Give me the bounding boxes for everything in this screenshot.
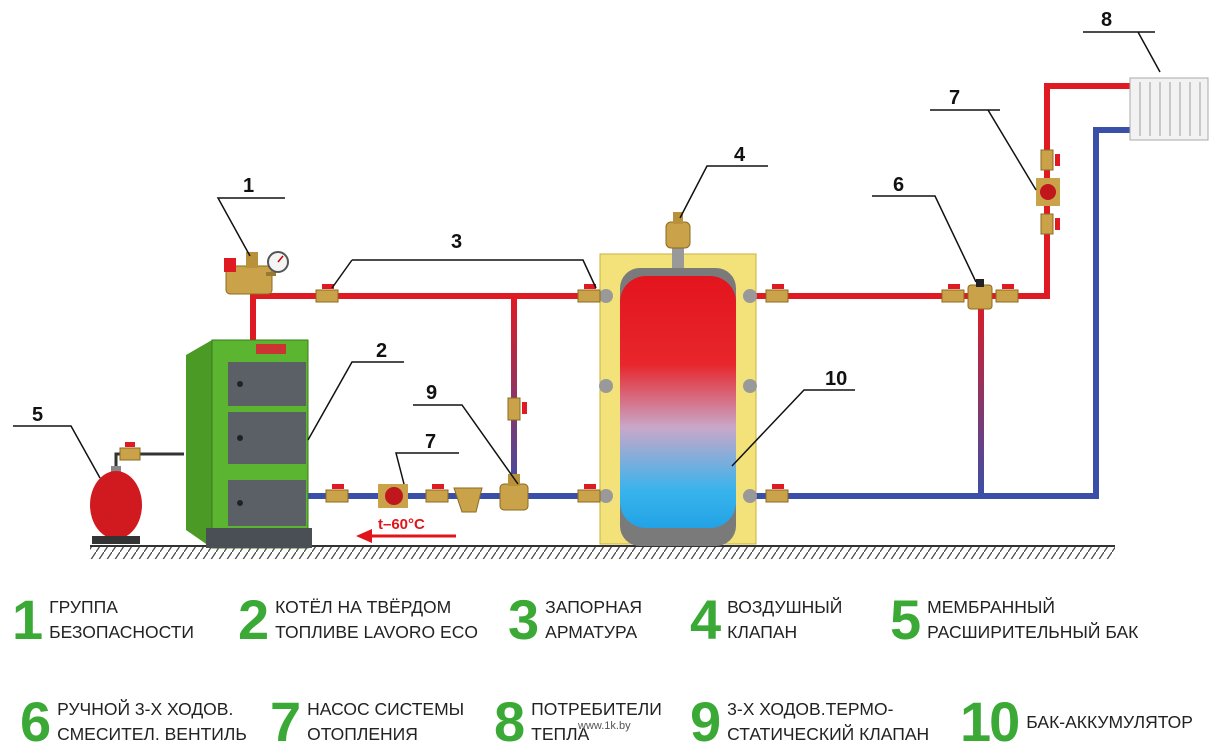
legend-text: НАСОС СИСТЕМЫ ОТОПЛЕНИЯ <box>307 699 465 744</box>
callout-1: 1 <box>243 175 254 197</box>
legend-number: 5 <box>890 588 921 651</box>
legend-number: 7 <box>270 690 301 753</box>
thermostatic-valve <box>499 474 529 511</box>
legend-number: 4 <box>690 588 721 651</box>
legend-text: МЕМБРАННЫЙ РАСШИРИТЕЛЬНЫЙ БАК <box>927 597 1139 642</box>
legend-text: РУЧНОЙ 3-Х ХОДОВ. СМЕСИТЕЛ. ВЕНТИЛЬ <box>57 699 247 744</box>
legend-text: КОТЁЛ НА ТВЁРДОМ ТОПЛИВЕ LAVORO ECO <box>275 597 478 642</box>
heating-scheme-diagram: t–60°C 1 2 3 4 5 6 7 7 8 9 10 <box>13 9 1209 559</box>
callout-5: 5 <box>32 404 43 426</box>
callout-2: 2 <box>376 340 387 362</box>
callout-8: 8 <box>1101 9 1112 31</box>
legend-number: 9 <box>690 690 721 753</box>
legend-number: 2 <box>238 588 269 651</box>
legend-number: 8 <box>494 690 525 753</box>
legend-item-4: 4 ВОЗДУШНЫЙ КЛАПАН <box>690 592 842 648</box>
return-temperature-arrow: t–60°C <box>356 516 456 543</box>
bypass-risers <box>511 298 984 496</box>
expansion-tank <box>90 452 184 544</box>
legend-text: ГРУППА БЕЗОПАСНОСТИ <box>49 597 194 642</box>
strainer-filter <box>453 487 483 513</box>
legend-item-1: 1 ГРУППА БЕЗОПАСНОСТИ <box>12 592 194 648</box>
legend-text: ЗАПОРНАЯ АРМАТУРА <box>545 597 643 642</box>
manual-mixing-valve <box>967 279 993 310</box>
solid-fuel-boiler <box>186 339 312 549</box>
accumulator-tank <box>599 246 757 546</box>
legend-item-5: 5 МЕМБРАННЫЙ РАСШИРИТЕЛЬНЫЙ БАК <box>890 592 1138 648</box>
callout-numbers: 1 2 3 4 5 6 7 7 8 9 10 <box>32 9 1112 453</box>
legend-text: 3-Х ХОДОВ.ТЕРМО- СТАТИЧЕСКИЙ КЛАПАН <box>727 699 930 744</box>
legend-number: 6 <box>20 690 51 753</box>
callout-6: 6 <box>893 174 904 196</box>
legend-text: БАК-АККУМУЛЯТОР <box>1026 711 1193 732</box>
callout-9: 9 <box>426 382 437 404</box>
callout-7-right: 7 <box>949 87 960 109</box>
legend-item-2: 2 КОТЁЛ НА ТВЁРДОМ ТОПЛИВЕ LAVORO ECO <box>238 592 478 648</box>
callout-10: 10 <box>825 368 847 390</box>
temperature-label: t–60°C <box>378 516 425 533</box>
circulation-pump-radiator <box>1036 178 1060 206</box>
legend-item-7: 7 НАСОС СИСТЕМЫ ОТОПЛЕНИЯ <box>270 694 464 750</box>
air-vent-valve <box>665 212 691 249</box>
legend-item-3: 3 ЗАПОРНАЯ АРМАТУРА <box>508 592 642 648</box>
legend-item-6: 6 РУЧНОЙ 3-Х ХОДОВ. СМЕСИТЕЛ. ВЕНТИЛЬ <box>20 694 247 750</box>
callout-3: 3 <box>451 231 462 253</box>
legend-text: ВОЗДУШНЫЙ КЛАПАН <box>727 597 843 642</box>
legend-text: ПОТРЕБИТЕЛИ ТЕПЛА <box>531 699 662 744</box>
radiator <box>1129 77 1209 141</box>
legend-number: 3 <box>508 588 539 651</box>
legend-item-8: 8 ПОТРЕБИТЕЛИ ТЕПЛА <box>494 694 662 750</box>
legend-item-10: 10 БАК-АККУМУЛЯТОР <box>960 694 1193 750</box>
legend-number: 10 <box>960 690 1020 753</box>
callout-leader-lines <box>13 31 1161 485</box>
legend-number: 1 <box>12 588 43 651</box>
ball-valves <box>119 149 1060 503</box>
watermark: www.1k.by <box>578 720 631 732</box>
legend-item-9: 9 3-Х ХОДОВ.ТЕРМО- СТАТИЧЕСКИЙ КЛАПАН <box>690 694 929 750</box>
safety-group <box>224 251 289 295</box>
circulation-pump-boiler <box>378 484 408 508</box>
callout-4: 4 <box>734 144 746 166</box>
callout-7-left: 7 <box>425 431 436 453</box>
